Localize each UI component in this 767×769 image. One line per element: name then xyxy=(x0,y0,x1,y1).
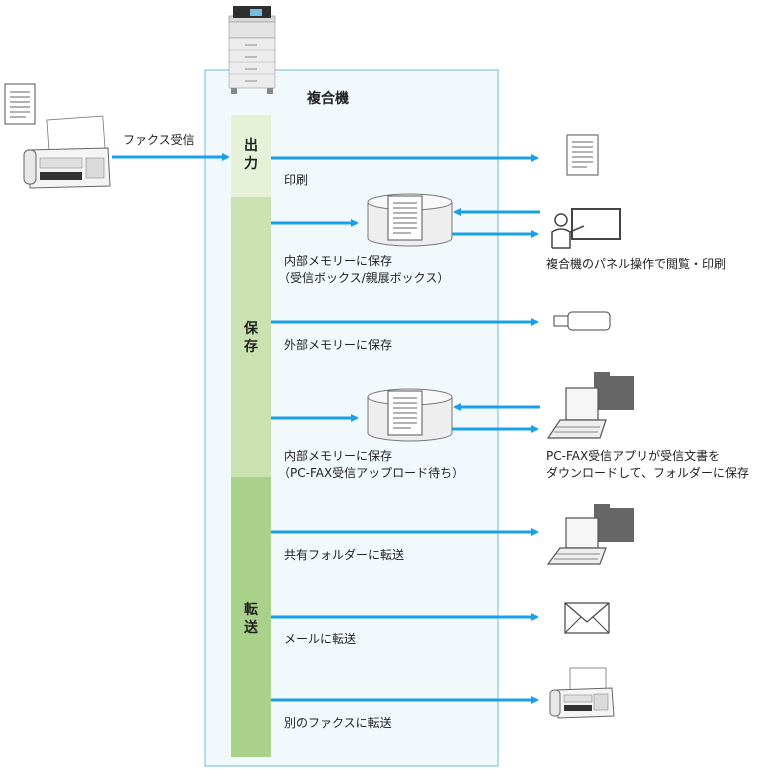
target-fax-icon xyxy=(549,667,615,719)
printed-document-icon xyxy=(566,134,599,176)
source-fax-icon xyxy=(4,83,111,189)
flow-label-other-fax: 別のファクスに転送 xyxy=(284,716,392,730)
target-label-pcfax-2: ダウンロードして、フォルダーに保存 xyxy=(546,466,750,480)
pc-laptop-icon-2 xyxy=(546,504,634,565)
mfp-title: 複合機 xyxy=(307,91,349,107)
flow-label-internal-memory-2a: 内部メモリーに保存 xyxy=(284,449,393,463)
band-output-label: 出力 xyxy=(244,138,258,172)
fax-receive-label: ファクス受信 xyxy=(123,133,195,147)
flow-label-print: 印刷 xyxy=(284,173,309,187)
memory-storage-icon-2 xyxy=(367,388,453,442)
flow-label-internal-memory-1b: （受信ボックス/親展ボックス） xyxy=(278,271,450,285)
target-label-pcfax-1: PC-FAX受信アプリが受信文書を xyxy=(546,449,721,463)
flow-label-shared-folder: 共有フォルダーに転送 xyxy=(284,548,405,562)
flow-label-internal-memory-2b: （PC-FAX受信アップロード待ち） xyxy=(278,466,465,480)
target-label-panel: 複合機のパネル操作で閲覧・印刷 xyxy=(546,257,727,271)
flow-label-mail: メールに転送 xyxy=(284,632,357,646)
memory-storage-icon-1 xyxy=(367,193,453,247)
band-save-label: 保存 xyxy=(244,321,258,355)
mfp-printer-icon xyxy=(228,6,276,94)
band-forward xyxy=(231,477,271,757)
panel-user-icon xyxy=(551,208,621,249)
flow-label-internal-memory-1a: 内部メモリーに保存 xyxy=(284,254,393,268)
pc-laptop-icon-1 xyxy=(546,372,634,439)
band-output xyxy=(231,115,271,197)
mail-envelope-icon xyxy=(564,602,610,634)
band-save xyxy=(231,197,271,477)
band-forward-label: 転送 xyxy=(244,602,258,636)
flow-label-external-memory: 外部メモリーに保存 xyxy=(284,338,393,352)
usb-memory-icon xyxy=(553,311,611,331)
